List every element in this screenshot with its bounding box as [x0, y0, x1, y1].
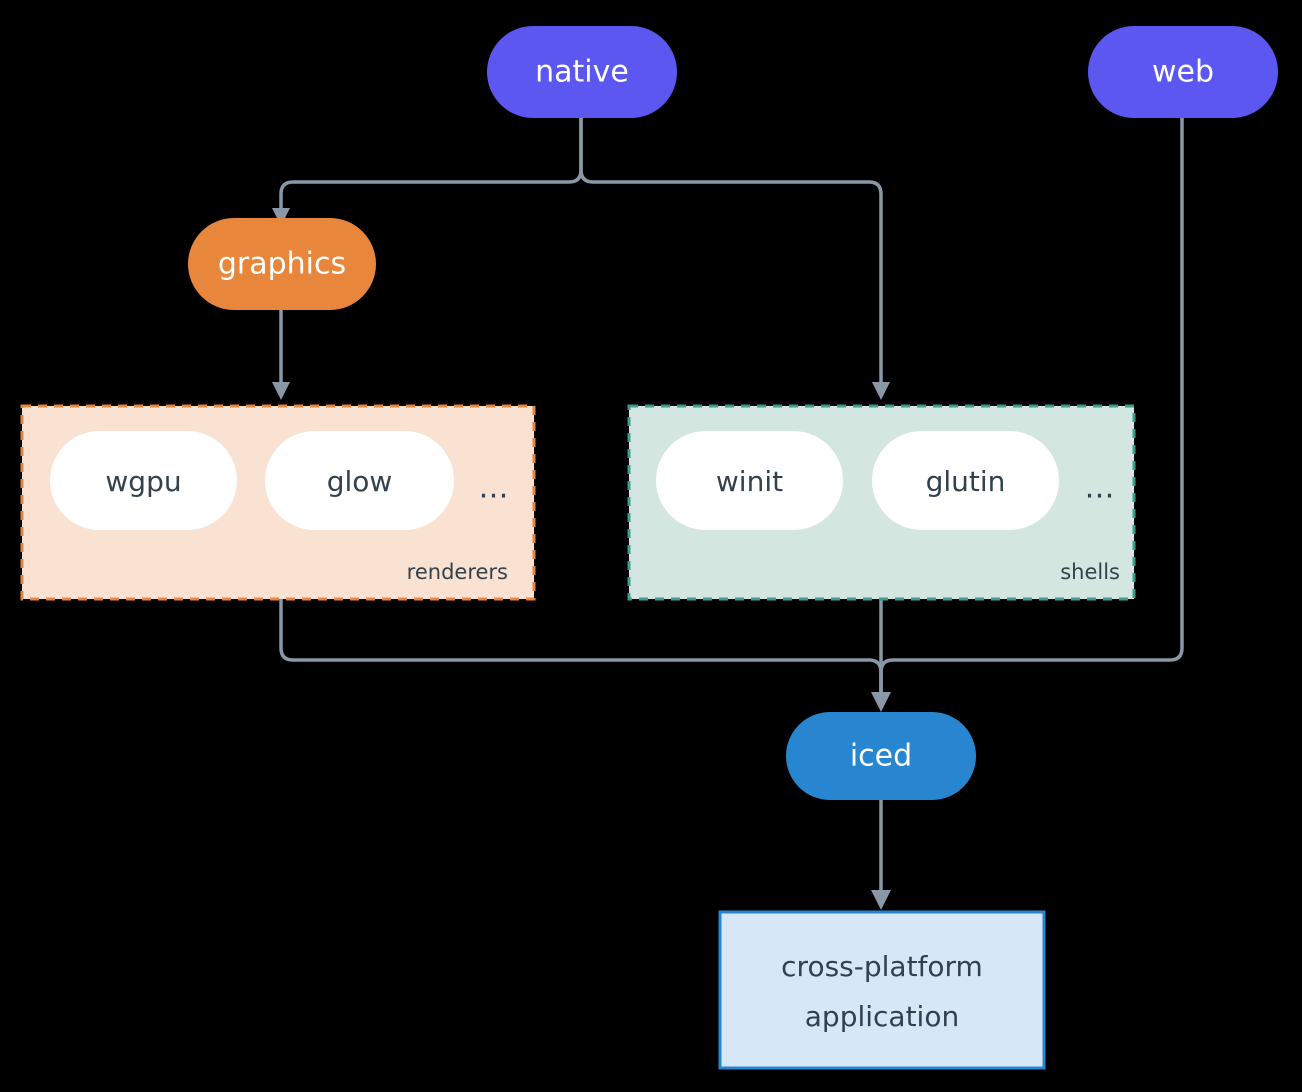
shell-pill-glutin-label: glutin — [926, 465, 1006, 498]
edge-native-to-shells — [579, 116, 883, 388]
renderer-pill-wgpu-shape — [50, 431, 237, 530]
node-iced-label: iced — [850, 739, 912, 774]
shell-pill-winit[interactable]: winit — [656, 431, 843, 530]
arrowhead-native-to-shells — [872, 382, 890, 400]
renderers-group-caption: renderers — [407, 560, 508, 584]
node-iced-shape — [786, 712, 976, 800]
edge-native-to-graphics — [279, 116, 583, 214]
shell-pill-glutin-shape — [872, 431, 1059, 530]
node-native[interactable]: native — [487, 26, 677, 118]
group-shells: winit glutin … shells — [627, 404, 1136, 601]
renderer-pill-glow-shape — [265, 431, 454, 530]
node-native-label: native — [535, 55, 629, 90]
node-iced[interactable]: iced — [786, 712, 976, 800]
node-web-shape — [1088, 26, 1278, 118]
edge-web-to-iced — [879, 116, 1184, 696]
renderers-ellipsis: … — [479, 471, 510, 506]
shell-pill-glutin[interactable]: glutin — [872, 431, 1059, 530]
renderer-pill-glow-label: glow — [327, 465, 393, 498]
shells-ellipsis: … — [1085, 471, 1116, 506]
shell-pill-winit-label: winit — [716, 465, 783, 498]
arrowhead-iced-to-application — [871, 890, 891, 910]
node-application-shape — [718, 910, 1046, 1070]
node-application-label-line1: cross-platform — [781, 950, 983, 983]
node-graphics-label: graphics — [218, 247, 346, 282]
node-application[interactable]: cross-platform application — [718, 910, 1046, 1070]
edge-renderers-to-iced — [279, 597, 883, 696]
arrowhead-native-to-graphics — [272, 208, 290, 226]
renderer-pill-wgpu-label: wgpu — [105, 465, 181, 498]
node-application-label-line2: application — [805, 1000, 959, 1033]
node-graphics[interactable]: graphics — [188, 218, 376, 310]
node-native-shape — [487, 26, 677, 118]
edge-layer — [272, 116, 1184, 910]
renderer-pill-wgpu[interactable]: wgpu — [50, 431, 237, 530]
group-renderers: wgpu glow … renderers — [20, 404, 536, 601]
shell-pill-winit-shape — [656, 431, 843, 530]
arrowhead-graphics-to-renderers — [272, 382, 290, 400]
node-web-label: web — [1152, 55, 1214, 90]
shells-group-caption: shells — [1060, 560, 1120, 584]
node-graphics-shape — [188, 218, 376, 310]
node-web[interactable]: web — [1088, 26, 1278, 118]
arrowhead-merge-to-iced — [871, 692, 891, 712]
renderer-pill-glow[interactable]: glow — [265, 431, 454, 530]
